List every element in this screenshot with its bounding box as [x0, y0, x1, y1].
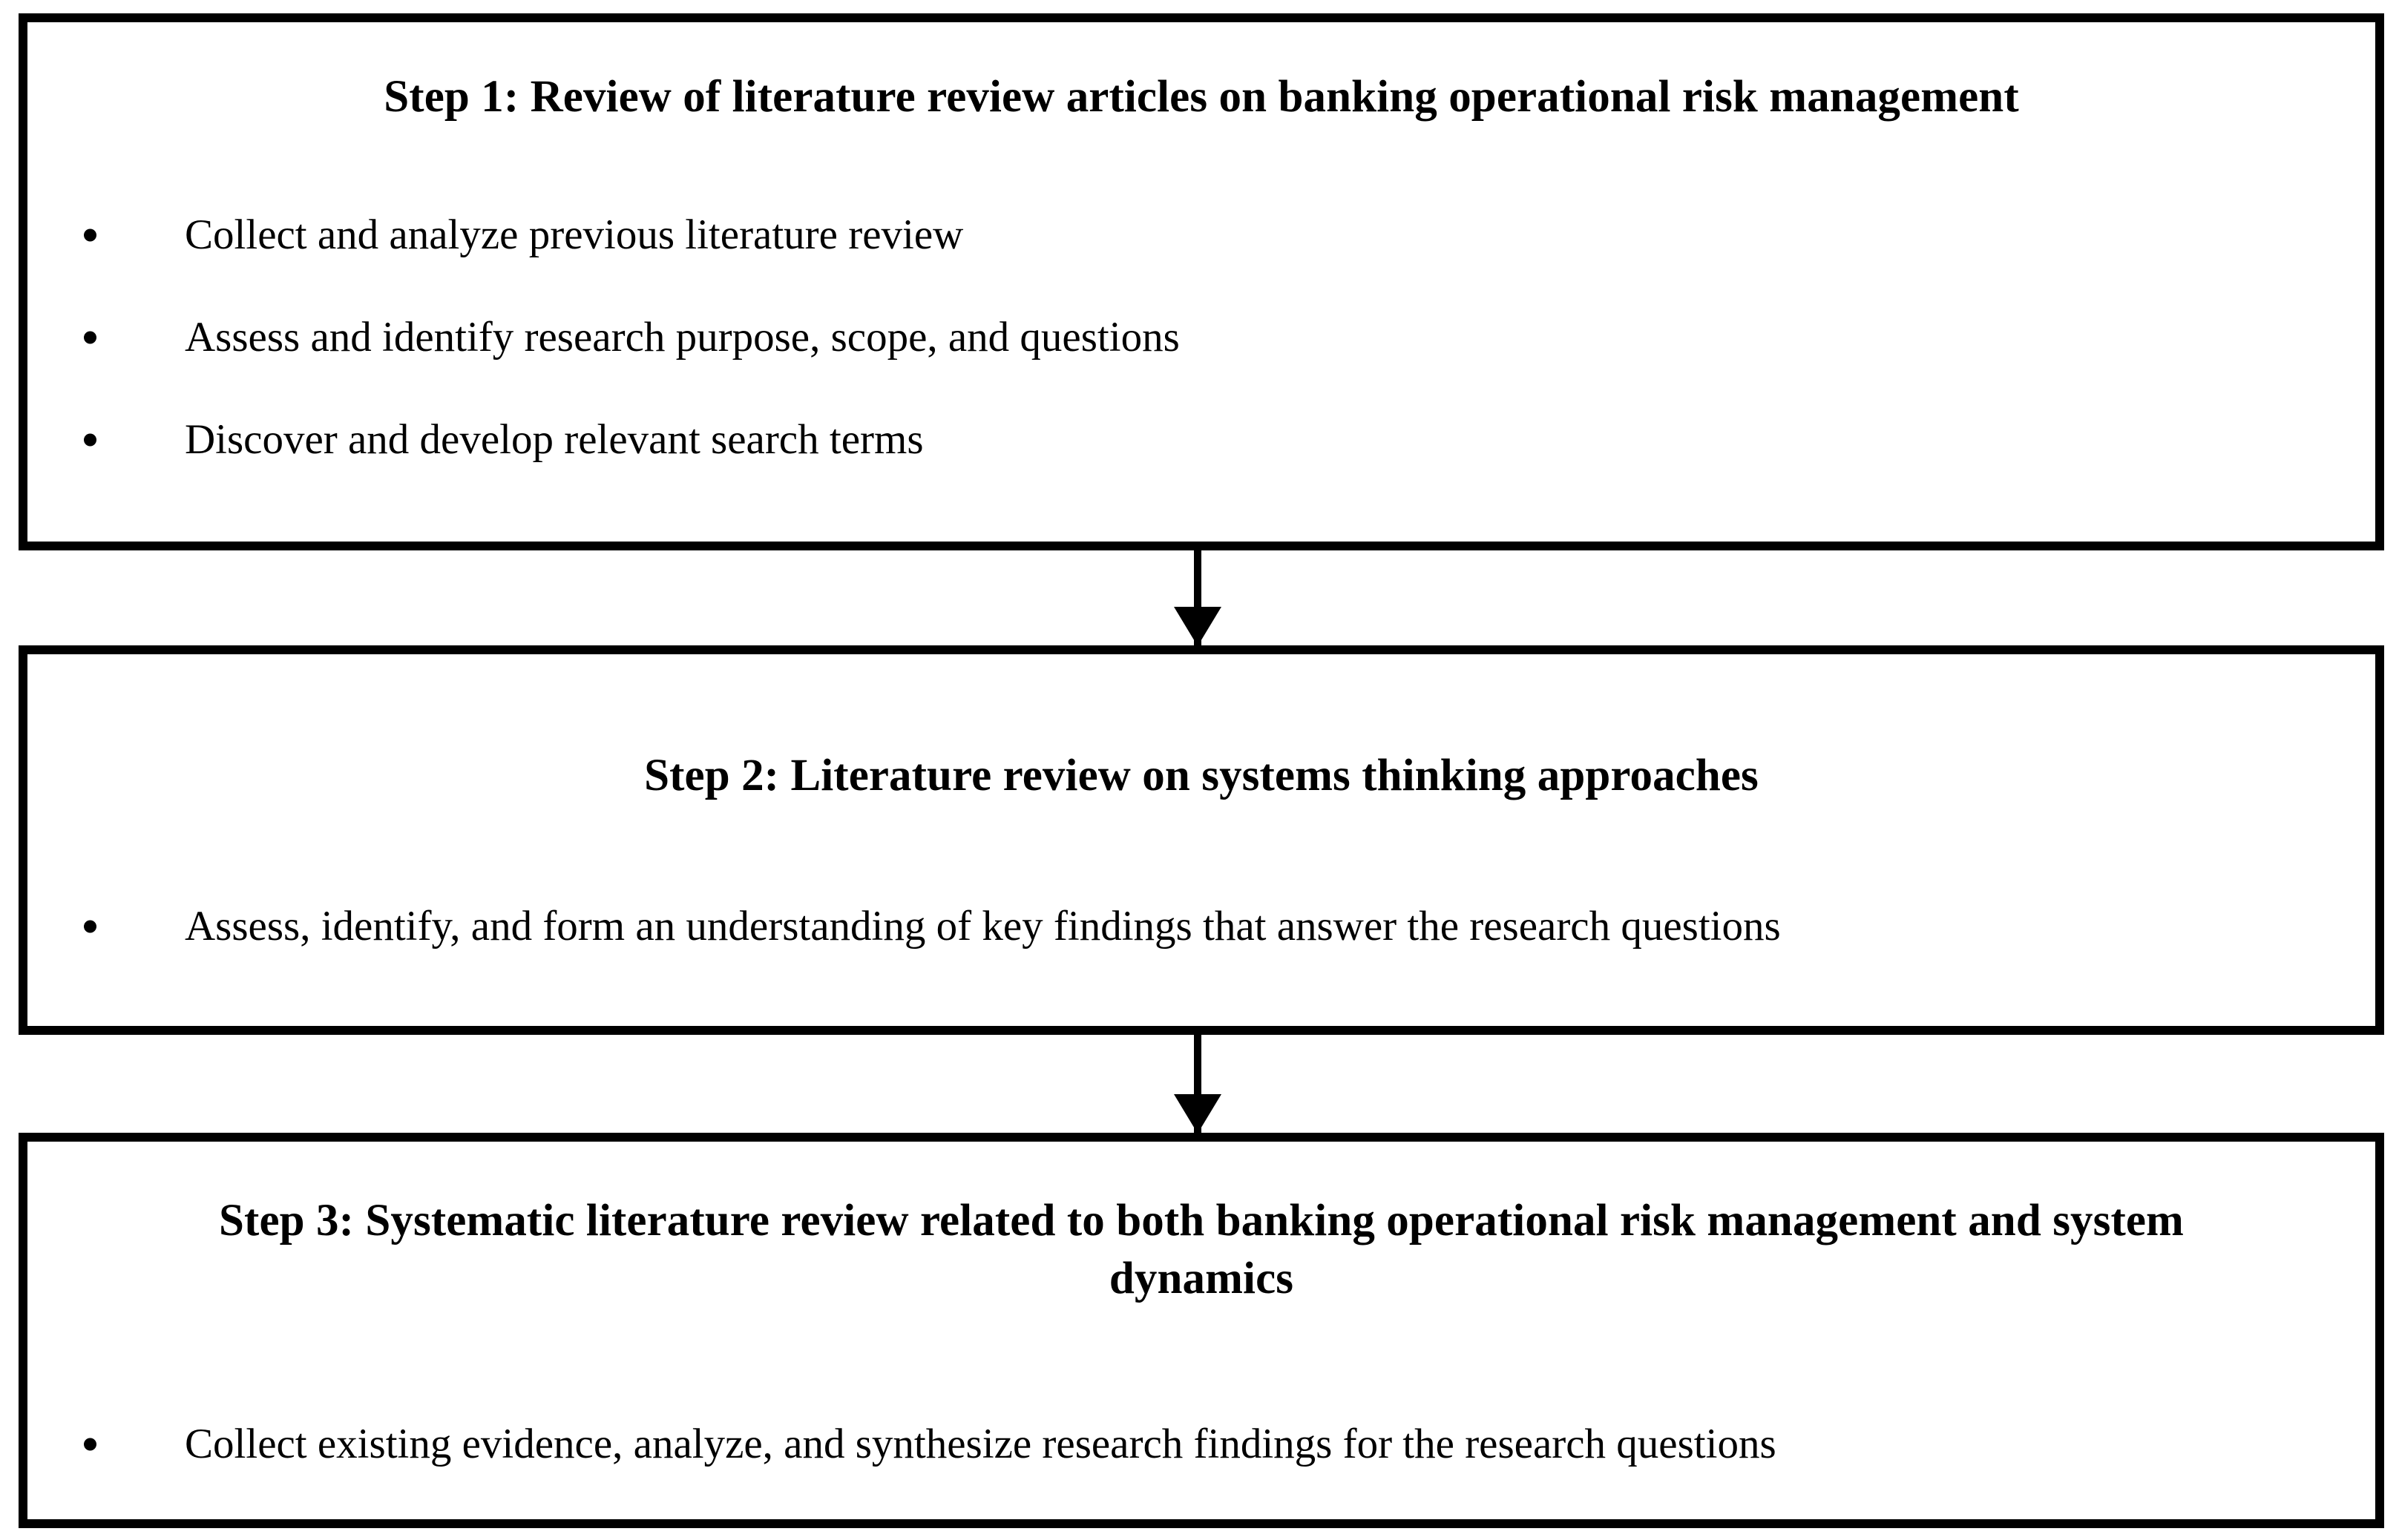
step-2-bullet-list: Assess, identify, and form an understand…: [27, 905, 2375, 947]
bullet-point-icon: [84, 331, 96, 344]
step-3-title: Step 3: Systematic literature review rel…: [219, 1196, 2184, 1304]
step-2-title: Step 2: Literature review on systems thi…: [644, 751, 1759, 800]
list-item: Discover and develop relevant search ter…: [27, 418, 2375, 461]
arrow-head: [1174, 607, 1221, 646]
bullet-point-icon: [84, 1438, 96, 1451]
list-item: Collect and analyze previous literature …: [27, 214, 2375, 256]
step-1-bullet-list: Collect and analyze previous literature …: [27, 214, 2375, 461]
step-2-bullet-1-text: Assess, identify, and form an understand…: [185, 903, 1781, 950]
step-1-bullet-2-text: Assess and identify research purpose, sc…: [185, 314, 1180, 361]
step-1-bullet-1-text: Collect and analyze previous literature …: [185, 211, 964, 259]
bullet-point-icon: [84, 228, 96, 242]
arrow-shaft: [1194, 1035, 1201, 1133]
list-item: Assess, identify, and form an understand…: [27, 905, 2375, 947]
step-box-2: Step 2: Literature review on systems thi…: [19, 645, 2384, 1035]
step-1-title: Step 1: Review of literature review arti…: [384, 72, 2019, 122]
down-arrow-icon-step2-to-step3: [1174, 1035, 1221, 1133]
arrow-shaft: [1194, 550, 1201, 645]
arrow-head: [1174, 1094, 1221, 1133]
step-3-bullet-list: Collect existing evidence, analyze, and …: [27, 1423, 2375, 1465]
bullet-point-icon: [84, 920, 96, 933]
down-arrow-icon-step1-to-step2: [1174, 550, 1221, 646]
list-item: Assess and identify research purpose, sc…: [27, 316, 2375, 358]
list-item: Collect existing evidence, analyze, and …: [27, 1423, 2375, 1465]
step-1-bullet-3-text: Discover and develop relevant search ter…: [185, 416, 924, 464]
step-box-1: Step 1: Review of literature review arti…: [19, 13, 2384, 550]
step-box-3: Step 3: Systematic literature review rel…: [19, 1133, 2384, 1528]
step-3-bullet-1-text: Collect existing evidence, analyze, and …: [185, 1421, 1776, 1468]
bullet-point-icon: [84, 433, 96, 447]
